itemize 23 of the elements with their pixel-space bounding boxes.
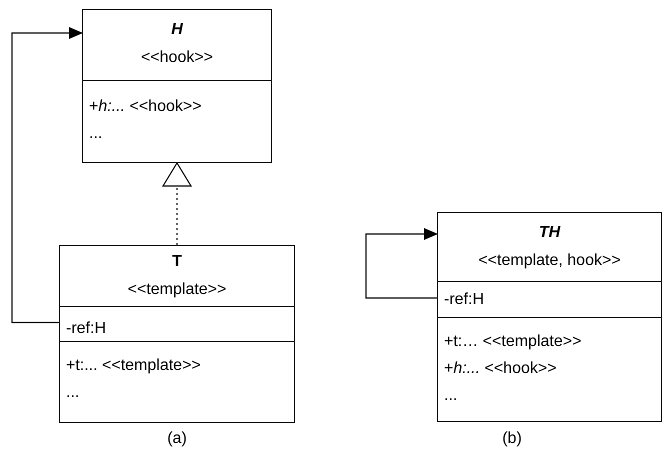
stereotype: <<template>> — [126, 280, 228, 300]
association-arrow — [11, 27, 83, 324]
subfigure-label: (a) — [167, 430, 187, 448]
member-text: -ref:H — [444, 290, 484, 310]
member-text: +t:… <<template>> — [444, 332, 582, 352]
class-box — [437, 212, 662, 422]
member-text: ... — [66, 383, 80, 403]
realization-arrow — [162, 162, 192, 245]
member-text: ... — [89, 124, 102, 144]
member-text: +h:... <<hook>> — [89, 97, 202, 117]
stereotype: <<hook>> — [140, 48, 214, 68]
member-text: +h:... <<hook>> — [444, 359, 557, 379]
member-text: -ref:H — [66, 319, 106, 339]
class-box — [82, 9, 272, 163]
class-name: H — [170, 20, 184, 40]
stereotype: <<template, hook>> — [477, 251, 622, 271]
class-name: TH — [538, 223, 562, 243]
class-name: T — [171, 252, 183, 272]
member-text: ... — [444, 386, 458, 406]
class-box — [59, 245, 295, 423]
member-text: +t:... <<template>> — [66, 356, 201, 376]
association-arrow — [365, 228, 438, 299]
subfigure-label: (b) — [502, 430, 522, 448]
